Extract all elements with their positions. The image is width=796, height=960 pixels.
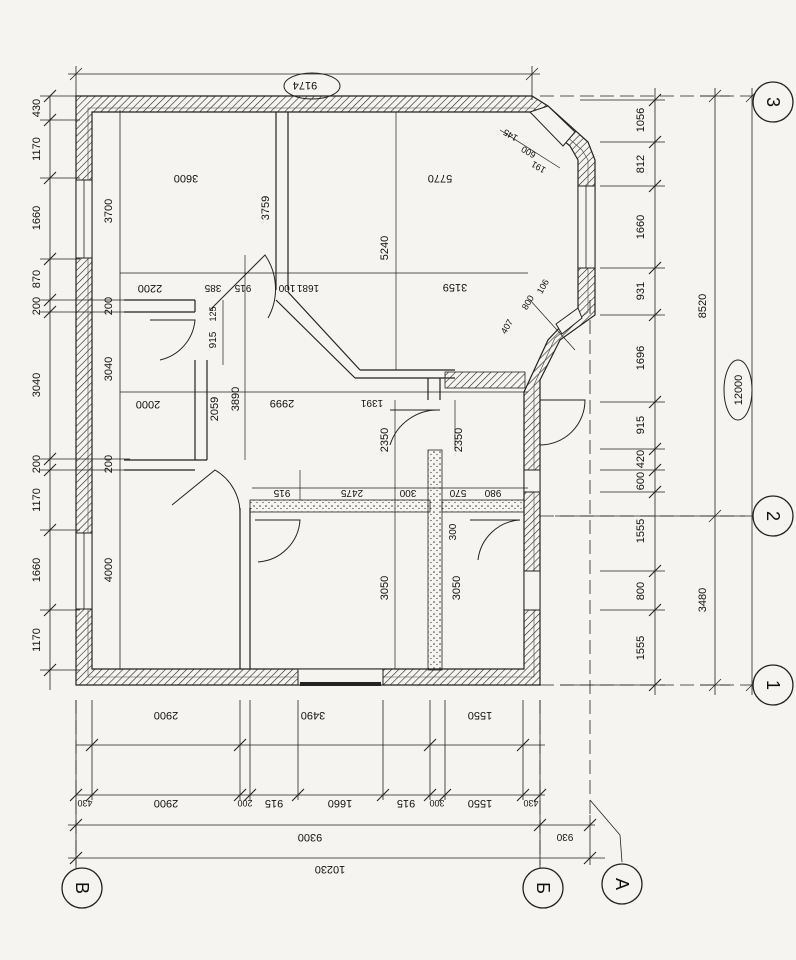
axis-label-1: 1 [763,680,783,690]
dim-left-inner-1: 3700 [103,199,115,223]
dim-bottom-r2-7: 300 [429,798,444,808]
dim-right-2: 812 [635,155,647,173]
dim-bottom-r2-9: 430 [523,798,538,808]
dim-left-2: 1170 [31,137,43,161]
dim-right-8: 600 [635,472,647,490]
dim-right-7: 420 [635,450,647,468]
dim-right-3480: 3480 [697,588,709,612]
dim-bottom-r2-4: 915 [265,797,283,809]
dim-3890: 3890 [230,387,242,411]
dim-106: 106 [535,277,551,295]
dim-1681: 1681 [296,282,319,293]
interior-dim-lines [120,112,576,669]
dim-bottom-r2-6: 915 [397,797,415,809]
dim-2059: 2059 [209,397,221,421]
dim-bottom-930: 930 [556,831,573,842]
dim-left-3: 1660 [31,206,43,230]
dim-2999: 2999 [270,397,294,409]
dim-right-3: 1660 [635,215,647,239]
dim-300a: 300 [399,487,416,498]
axis-label-v: В [72,882,92,894]
axis-label-b: Б [533,882,553,894]
dim-5240: 5240 [379,236,391,260]
dim-left-inner-4: 200 [103,455,115,473]
dim-1391: 1391 [360,397,383,408]
dim-915a: 915 [234,282,251,293]
dim-left-inner-3: 3040 [103,357,115,381]
dim-bottom-9300: 9300 [298,831,322,843]
dim-bottom-r2-2: 2900 [154,797,178,809]
dim-left-10: 1170 [31,628,43,652]
dim-385: 385 [204,282,221,293]
walls [75,95,596,686]
dim-right-8520: 8520 [697,294,709,318]
dim-bottom-r2-3: 200 [237,798,252,808]
axis-label-2: 2 [763,511,783,521]
dim-3050a: 3050 [379,576,391,600]
dim-600: 600 [519,144,537,160]
dim-left-1: 430 [31,99,43,117]
dim-right-10: 800 [635,582,647,600]
dim-3159: 3159 [443,281,467,293]
dim-right-11: 1555 [635,636,647,660]
dim-bottom-r2-8: 1550 [468,797,492,809]
dim-left-7: 200 [31,455,43,473]
dim-right-9: 1555 [635,519,647,543]
dim-left-inner-5: 4000 [103,558,115,582]
axis-bubbles [61,81,794,909]
dim-right-4: 931 [635,282,647,300]
dim-570: 570 [449,487,466,498]
dim-bottom-r1-2: 3490 [301,709,325,721]
axis-label-3: 3 [763,97,783,107]
dim-bottom-r1-1: 2900 [154,709,178,721]
dim-2000: 2000 [136,398,160,410]
dim-left-inner-2: 200 [103,297,115,315]
dim-2200: 2200 [138,282,162,294]
dim-bottom-r1-3: 1550 [468,709,492,721]
dim-2350b: 2350 [453,428,465,452]
dim-bottom-10230: 10230 [315,863,346,875]
dim-145: 145 [501,127,519,143]
dim-top-overall: 9174 [293,79,317,91]
dim-bottom-r2-5: 1660 [328,797,352,809]
axis-label-a: А [612,878,632,890]
dim-5770: 5770 [428,172,452,184]
dimension-lines [40,66,770,870]
dim-right-1: 1056 [635,108,647,132]
dim-980: 980 [484,487,501,498]
dim-407: 407 [499,317,515,335]
dim-125: 125 [208,306,218,321]
dim-right-6: 915 [635,416,647,434]
dim-300b: 300 [448,523,459,540]
doors [150,254,586,563]
dim-left-6: 3040 [31,373,43,397]
dim-100: 100 [278,282,295,293]
dim-191: 191 [529,159,547,175]
dim-3600: 3600 [174,172,198,184]
dim-3050b: 3050 [451,576,463,600]
dim-right-12000: 12000 [733,375,745,406]
dim-800: 800 [520,293,536,311]
dim-2475: 2475 [340,487,363,498]
dim-left-9: 1660 [31,558,43,582]
dim-left-5: 200 [31,297,43,315]
dim-bottom-r2-1: 430 [77,798,92,808]
dim-left-4: 870 [31,270,43,288]
dim-2350a: 2350 [379,428,391,452]
dim-915b: 915 [208,331,219,348]
dim-915c: 915 [273,487,290,498]
dim-left-8: 1170 [31,488,43,512]
dim-3759: 3759 [260,196,272,220]
dim-right-5: 1696 [635,346,647,370]
